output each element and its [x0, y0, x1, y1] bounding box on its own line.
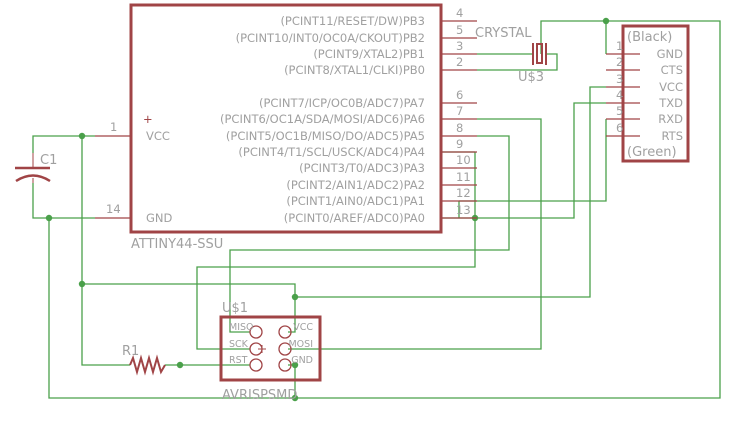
pin-number: 5 — [456, 23, 463, 37]
wire-gnd-rail — [48, 20, 721, 399]
crystal-value: CRYSTAL — [475, 26, 532, 41]
pin-label: (PCINT3/T0/ADC3)PA3 — [299, 161, 425, 175]
ic-name: ATTINY44-SSU — [131, 237, 223, 252]
pin-label: (PCINT8/XTAL1/CLKI)PB0 — [284, 63, 425, 77]
pin-number: 4 — [456, 6, 463, 20]
pin-label: (PCINT1/AIN0/ADC1)PA1 — [286, 194, 425, 208]
pin-number: 2 — [616, 55, 623, 69]
ftdi-bottom-label: (Green) — [627, 145, 677, 160]
pin-label: (PCINT9/XTAL2)PB1 — [313, 47, 425, 61]
pin-number: 14 — [106, 202, 121, 216]
pin-label: (PCINT7/ICP/OC0B/ADC7)PA7 — [259, 96, 425, 110]
ftdi-body — [621, 24, 690, 163]
pin-number: 1 — [110, 120, 117, 134]
resistor-label: R1 — [122, 344, 139, 359]
pin-label: GND — [146, 211, 173, 225]
wire-vcc-rail — [81, 136, 130, 366]
wire-vcc-ftdi — [295, 86, 606, 298]
isp-pad — [278, 358, 292, 372]
wire-miso — [229, 135, 510, 333]
isp-pad — [249, 325, 263, 339]
pin-number: 11 — [456, 170, 471, 184]
resistor-r1[interactable]: R1 — [122, 344, 166, 376]
pin-number: 1 — [616, 39, 623, 53]
junction — [291, 394, 299, 402]
junction — [602, 17, 610, 25]
isp-pad — [278, 325, 292, 339]
pin-number: 9 — [456, 137, 463, 151]
isp-pin-label: GND — [291, 355, 313, 366]
pin-number: 6 — [456, 88, 463, 102]
crystal-u3[interactable]: CRYSTAL U$3 — [475, 26, 547, 85]
junction — [78, 280, 86, 288]
pin-label: RTS — [662, 129, 683, 143]
isp-name: U$1 — [222, 301, 248, 316]
pin-number: 12 — [456, 186, 471, 200]
junction — [45, 214, 53, 222]
pin-label: GND — [657, 47, 684, 61]
pin-label: (PCINT6/OC1A/SDA/MOSI/ADC6)PA6 — [220, 112, 425, 126]
isp-pad — [249, 358, 263, 372]
pin-number: 3 — [616, 72, 623, 86]
pin-number: 7 — [456, 104, 463, 118]
isp-pin-label: MOSI — [288, 339, 313, 350]
pin-label: (PCINT4/T1/SCL/USCK/ADC4)PA4 — [238, 145, 425, 159]
junction — [291, 293, 299, 301]
pin-label: TXD — [658, 96, 683, 110]
pin-number: 13 — [456, 203, 471, 217]
pin-label: (PCINT0/AREF/ADC0)PA0 — [284, 211, 425, 225]
wire-xtal2 — [477, 53, 558, 71]
pin-number: 3 — [456, 39, 463, 53]
wire-txd — [475, 102, 606, 219]
crystal-name: U$3 — [518, 70, 544, 85]
pin-number: 6 — [616, 121, 623, 135]
pin-label: RXD — [658, 112, 683, 126]
isp-pad — [278, 342, 292, 356]
wire-vcc-cap — [32, 135, 95, 153]
pin-number: 8 — [456, 121, 463, 135]
junction — [291, 361, 299, 369]
pin-label: CTS — [661, 63, 683, 77]
plus-mark: + — [143, 112, 153, 126]
isp-pin-label: VCC — [293, 322, 313, 333]
wire-vcc-isp — [82, 283, 296, 333]
wire-sck — [196, 152, 476, 350]
capacitor-label: C1 — [40, 153, 57, 168]
capacitor-c1[interactable]: C1 — [15, 153, 57, 183]
pin-label: (PCINT2/AIN1/ADC2)PA2 — [286, 178, 425, 192]
wire-rxd — [459, 119, 607, 202]
plus-mark — [258, 345, 266, 353]
pin-number: 5 — [616, 104, 623, 118]
pin-label: (PCINT10/INT0/OC0A/CKOUT)PB2 — [236, 31, 425, 45]
pin-number: 4 — [616, 88, 623, 102]
isp-pin-label: RST — [229, 355, 248, 366]
pin-number: 2 — [456, 55, 463, 69]
pin-label: VCC — [146, 129, 170, 143]
isp-body — [219, 315, 322, 382]
wire-mosi — [288, 118, 542, 350]
isp-value: AVRISPSMD — [222, 388, 297, 403]
wires — [32, 17, 721, 402]
pin-number: 10 — [456, 153, 471, 167]
isp-pin-label: MISO — [229, 322, 254, 333]
junction — [176, 361, 184, 369]
isp-pin-label: SCK — [229, 339, 249, 350]
wire-gnd-cap — [32, 183, 95, 219]
ftdi-top-label: (Black) — [627, 30, 672, 45]
isp-header[interactable]: U$1 AVRISPSMD MISO SCK RST VCC MOSI GND — [219, 301, 322, 403]
pin-label: VCC — [659, 80, 683, 94]
junction — [78, 132, 86, 140]
pin-label: (PCINT5/OC1B/MISO/DO/ADC5)PA5 — [226, 129, 425, 143]
pin-label: (PCINT11/RESET/DW)PB3 — [280, 14, 425, 28]
